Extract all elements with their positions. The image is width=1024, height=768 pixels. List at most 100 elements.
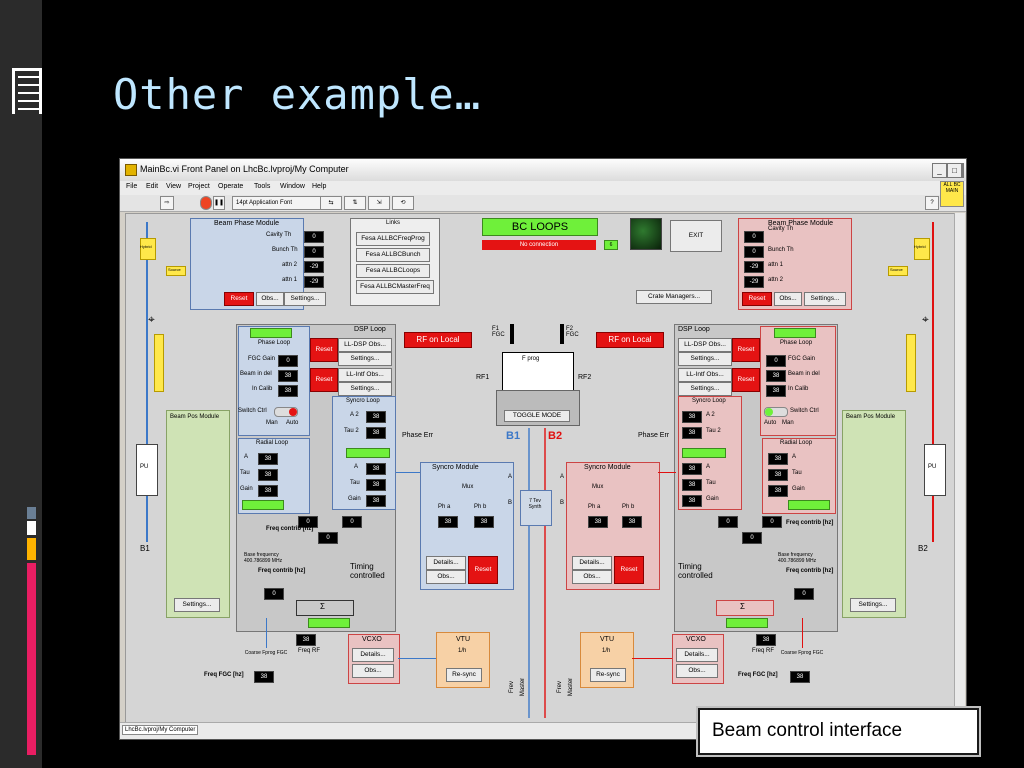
bpos-right-settings-button[interactable]: Settings... <box>850 598 896 612</box>
pl-left-calib-value: 38 <box>278 385 298 397</box>
sx-right-tau-value: 38 <box>682 479 702 491</box>
ll-dsp-obs-right-button[interactable]: LL-DSP Obs... <box>678 338 732 352</box>
ll-dsp-obs-left-button[interactable]: LL-DSP Obs... <box>338 338 392 352</box>
sx-left-gain-label: Gain <box>348 496 361 502</box>
maximize-button[interactable]: □ <box>947 163 962 178</box>
exit-button[interactable]: EXIT <box>670 220 722 252</box>
rl-right-gain-label: Gain <box>792 486 805 492</box>
coarse-left-label: Coarse Fprog FGC <box>244 650 288 656</box>
vcxo-left-obs-button[interactable]: Obs... <box>352 664 394 678</box>
rf-on-local-left-button[interactable]: RF on Local <box>404 332 472 348</box>
align-icon[interactable]: ⇆ <box>320 196 342 210</box>
accent-bar-pink <box>27 563 36 755</box>
dsp-right-reset1-button[interactable]: Reset <box>732 338 760 362</box>
hybrid-left <box>140 238 156 260</box>
vtu-right-resync-button[interactable]: Re-sync <box>590 668 626 682</box>
sm-right-obs-button[interactable]: Obs... <box>572 570 612 584</box>
toggle-mode-button[interactable]: TOGGLE MODE <box>504 410 570 422</box>
reorder-icon[interactable]: ⟲ <box>392 196 414 210</box>
switch-ctrl-right-toggle[interactable] <box>764 407 788 417</box>
sm-right-details-button[interactable]: Details... <box>572 556 612 570</box>
menu-view[interactable]: View <box>166 183 182 190</box>
sm-left-obs-button[interactable]: Obs... <box>426 570 466 584</box>
sum-left <box>296 600 354 616</box>
vcxo-right-details-button[interactable]: Details... <box>676 648 718 662</box>
bpos-left-settings-button[interactable]: Settings... <box>174 598 220 612</box>
menu-project[interactable]: Project <box>188 183 210 190</box>
rf-on-local-right-button[interactable]: RF on Local <box>596 332 664 348</box>
sm-left-reset-button[interactable]: Reset <box>468 556 498 584</box>
vertical-scrollbar[interactable] <box>954 213 965 721</box>
menu-tools[interactable]: Tools <box>254 183 271 190</box>
timing-right-label: Timing controlled <box>678 562 713 580</box>
pu-right <box>924 444 946 496</box>
bpm-right-reset-button[interactable]: Reset <box>742 292 772 306</box>
link-freqprog-button[interactable]: Fesa ALLBCFreqProg <box>356 232 430 246</box>
menu-window[interactable]: Window <box>280 183 305 190</box>
dsp-left-reset2-button[interactable]: Reset <box>310 368 338 392</box>
link-masterfreq-button[interactable]: Fesa ALLBCMasterFreq <box>356 280 434 294</box>
base-freq-right-label: Base frequency 400.786899 MHz <box>778 552 817 564</box>
ll-intf-obs-right-button[interactable]: LL-Intf Obs... <box>678 368 732 382</box>
crate-managers-button[interactable]: Crate Managers... <box>636 290 712 304</box>
dsp-right-settings2-button[interactable]: Settings... <box>678 382 732 396</box>
sx-right-gain-label: Gain <box>706 496 719 502</box>
phase-loop-right-led <box>774 328 816 338</box>
vcxo-left-title: VCXO <box>362 636 382 643</box>
vcxo-right-obs-button[interactable]: Obs... <box>676 664 718 678</box>
bpm-right-obs-button[interactable]: Obs... <box>774 292 802 306</box>
switch-ctrl-left-toggle[interactable] <box>274 407 298 417</box>
resize-icon[interactable]: ⇲ <box>368 196 390 210</box>
mux-right-label: Mux <box>592 484 604 490</box>
man-left-label: Man <box>266 420 278 426</box>
distribute-icon[interactable]: ⇅ <box>344 196 366 210</box>
dsp-left-settings2-button[interactable]: Settings... <box>338 382 392 396</box>
menu-edit[interactable]: Edit <box>146 183 159 190</box>
pause-icon[interactable]: ❚❚ <box>213 196 225 210</box>
freq-rf-right-label: Freq RF <box>752 648 775 654</box>
vtu-left-resync-button[interactable]: Re-sync <box>446 668 482 682</box>
dsp-left-reset1-button[interactable]: Reset <box>310 338 338 362</box>
master-left-label: Master <box>520 677 527 697</box>
vcxo-left-details-button[interactable]: Details... <box>352 648 394 662</box>
font-select[interactable]: 14pt Application Font <box>232 196 321 210</box>
wire-coarse-left <box>266 618 267 648</box>
b2-center-label: B2 <box>548 430 563 442</box>
fc-left-bottom-value: 0 <box>264 588 284 600</box>
link-loops-button[interactable]: Fesa ALLBCLoops <box>356 264 430 278</box>
hybrid-right-label: Hybrid <box>914 244 926 249</box>
abort-icon[interactable] <box>200 196 212 210</box>
menu-operate[interactable]: Operate <box>218 183 244 190</box>
auto-right-label: Auto <box>764 420 777 426</box>
run-arrow-icon[interactable]: ⇨ <box>160 196 174 210</box>
sl-left-a2-label: A 2 <box>350 412 359 418</box>
window-title: MainBc.vi Front Panel on LhcBc.lvproj/My… <box>140 164 349 174</box>
sm-right-reset-button[interactable]: Reset <box>614 556 644 584</box>
dsp-right-reset2-button[interactable]: Reset <box>732 368 760 392</box>
rl-left-tau-value: 38 <box>258 469 278 481</box>
sm-left-details-button[interactable]: Details... <box>426 556 466 570</box>
menu-help[interactable]: Help <box>312 183 327 190</box>
bpm-left-obs-button[interactable]: Obs... <box>256 292 284 306</box>
sum-right <box>716 600 774 616</box>
phase-err-left-label: Phase Err <box>402 432 434 439</box>
b2-beam-line <box>932 222 934 542</box>
bpm-right-row0-label: Cavity Th <box>768 226 794 232</box>
close-icon[interactable] <box>962 163 964 178</box>
rl-right-a-value: 38 <box>768 453 788 465</box>
bpm-left-reset-button[interactable]: Reset <box>224 292 254 306</box>
ll-intf-obs-left-button[interactable]: LL-Intf Obs... <box>338 368 392 382</box>
bpm-right-settings-button[interactable]: Settings... <box>804 292 846 306</box>
dsp-left-settings1-button[interactable]: Settings... <box>338 352 392 366</box>
bpm-left-settings-button[interactable]: Settings... <box>284 292 326 306</box>
dsp-right-settings1-button[interactable]: Settings... <box>678 352 732 366</box>
fc-left-top2-value: 0 <box>342 516 362 528</box>
menu-file[interactable]: File <box>126 183 138 190</box>
phase-loop-left <box>238 326 310 436</box>
link-bunch-button[interactable]: Fesa ALLBCBunch <box>356 248 430 262</box>
radial-loop-right-title: Radial Loop <box>780 440 813 446</box>
help-icon[interactable]: ? <box>925 196 939 210</box>
sx-left-gain-value: 38 <box>366 495 386 507</box>
bc-loops-banner: BC LOOPS <box>482 218 598 236</box>
minimize-button[interactable]: _ <box>932 163 947 178</box>
